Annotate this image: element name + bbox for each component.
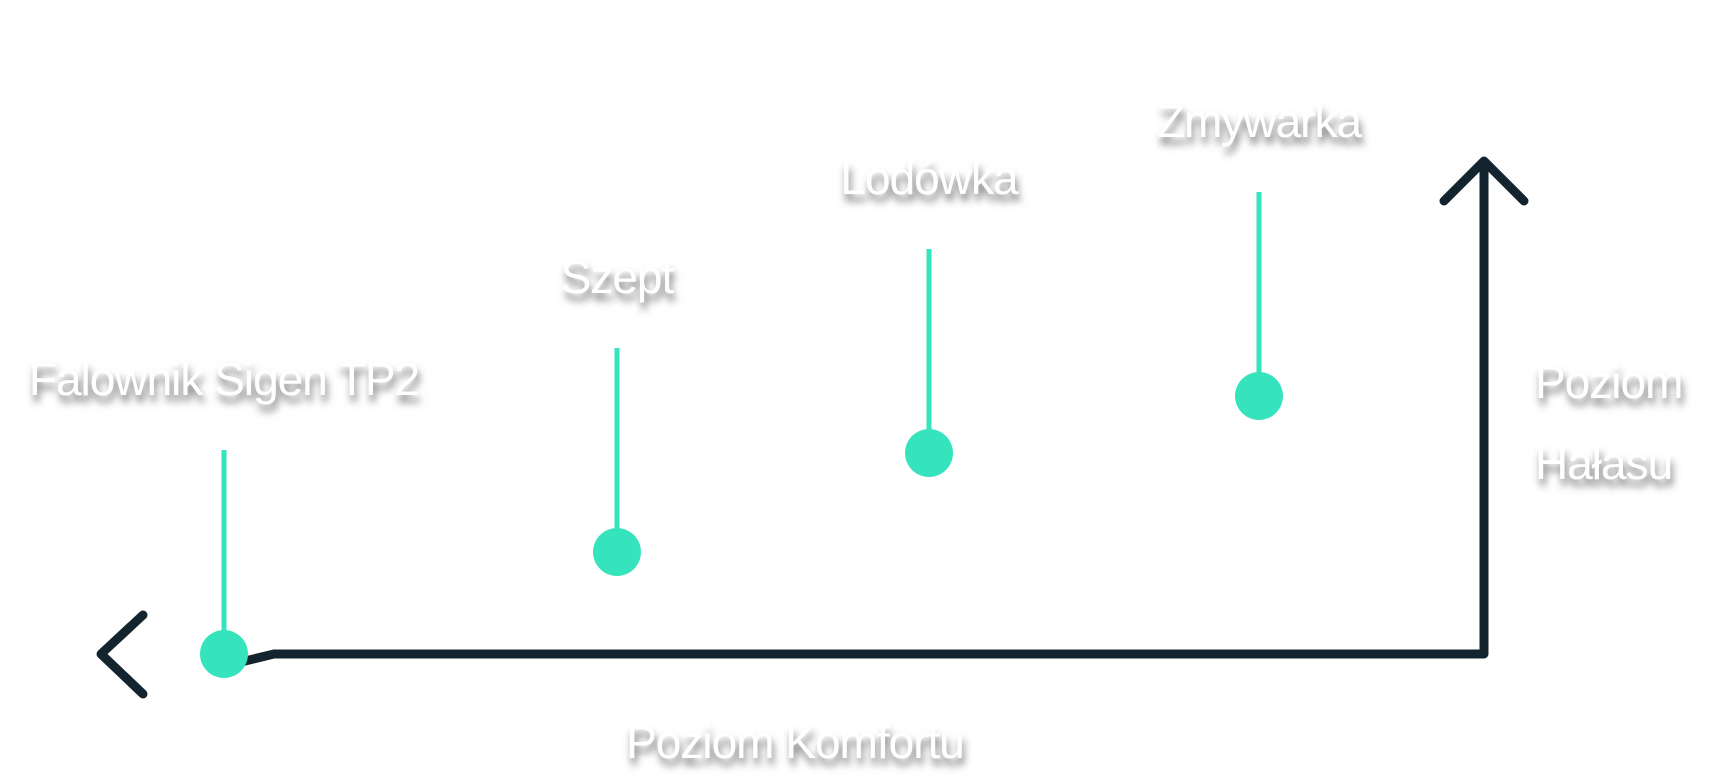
- y-axis-arrow-up-icon: [1439, 156, 1529, 206]
- x-axis-arrow-left-icon: [96, 610, 148, 699]
- item-szept: Szept: [561, 251, 676, 576]
- item-zmywarka: Zmywarka: [1157, 95, 1363, 420]
- item-label: Lodówka: [840, 152, 1019, 204]
- noise-items: Falownik Sigen TP2 Szept Lodówka Zmywark…: [29, 95, 1363, 678]
- y-axis-label-line-2: Hałasu: [1535, 437, 1672, 489]
- x-axis-label: Poziom Komfortu: [626, 716, 964, 768]
- item-label: Zmywarka: [1157, 95, 1363, 147]
- item-label: Szept: [561, 251, 675, 303]
- axes: [96, 156, 1529, 699]
- y-axis-label-line-1: Poziom: [1535, 356, 1682, 408]
- item-lodowka: Lodówka: [840, 152, 1020, 477]
- item-marker: [593, 528, 641, 576]
- item-falownik: Falownik Sigen TP2: [29, 353, 420, 678]
- item-label: Falownik Sigen TP2: [29, 353, 419, 405]
- x-axis-line: [215, 158, 1489, 672]
- item-marker: [905, 429, 953, 477]
- item-marker: [1235, 372, 1283, 420]
- item-marker: [200, 630, 248, 678]
